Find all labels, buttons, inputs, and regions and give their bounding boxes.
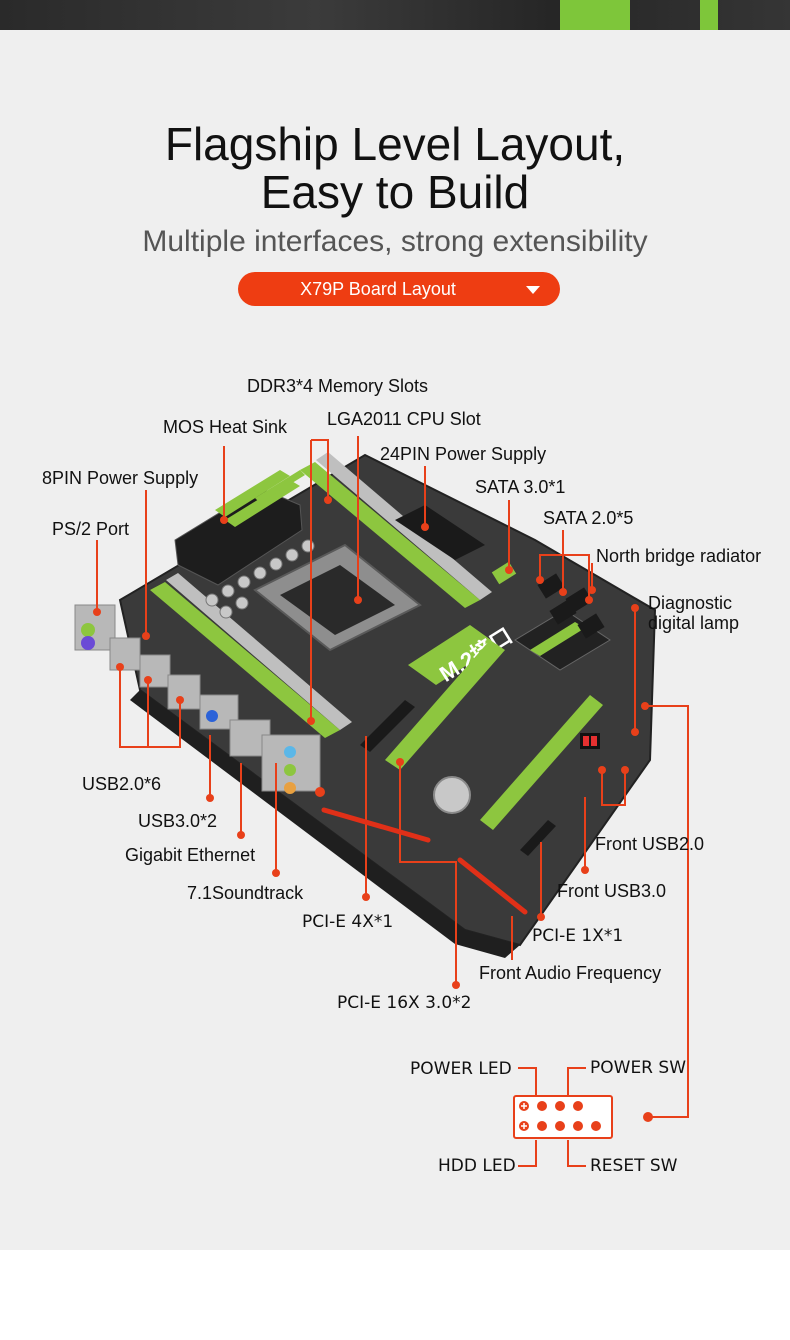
label-front-audio: Front Audio Frequency bbox=[479, 963, 662, 983]
label-24pin: 24PIN Power Supply bbox=[380, 444, 547, 464]
title-line-1: Flagship Level Layout, bbox=[164, 118, 626, 170]
motherboard-photo-strip bbox=[0, 0, 790, 30]
label-usb2: USB2.0*6 bbox=[82, 774, 162, 794]
label-ps2: PS/2 Port bbox=[52, 519, 130, 539]
label-sound: 7.1Soundtrack bbox=[187, 883, 304, 903]
label-diagnostic-1: Diagnostic bbox=[648, 593, 733, 613]
front-panel-header bbox=[513, 1095, 613, 1139]
motherboard-illustration: M.2接口 bbox=[74, 452, 657, 958]
board-layout-dropdown[interactable]: X79P Board Layout bbox=[238, 272, 560, 306]
label-hdd-led: HDD LED bbox=[438, 1156, 516, 1176]
chevron-down-icon bbox=[526, 286, 540, 294]
label-sata3: SATA 3.0*1 bbox=[475, 477, 566, 497]
label-power-led: POWER LED bbox=[410, 1059, 512, 1079]
label-pcie1: PCI-E 1X*1 bbox=[532, 926, 624, 946]
label-front-usb2: Front USB2.0 bbox=[595, 834, 705, 854]
product-panel: Flagship Level Layout, Easy to Build Mul… bbox=[0, 0, 790, 1250]
label-usb3: USB3.0*2 bbox=[138, 811, 218, 831]
label-mos: MOS Heat Sink bbox=[163, 417, 288, 437]
callout-lines bbox=[93, 436, 689, 1167]
label-lga: LGA2011 CPU Slot bbox=[327, 409, 481, 429]
label-pcie4: PCI-E 4X*1 bbox=[302, 912, 394, 932]
label-front-usb3: Front USB3.0 bbox=[557, 881, 667, 901]
label-8pin: 8PIN Power Supply bbox=[42, 468, 199, 488]
label-ddr3: DDR3*4 Memory Slots bbox=[247, 376, 429, 396]
title-line-2: Easy to Build bbox=[260, 166, 530, 218]
label-northbridge: North bridge radiator bbox=[596, 546, 762, 566]
label-reset-sw: RESET SW bbox=[590, 1156, 678, 1176]
label-pcie16: PCI-E 16X 3.0*2 bbox=[337, 993, 472, 1013]
subtitle: Multiple interfaces, strong extensibilit… bbox=[142, 225, 648, 258]
label-gbe: Gigabit Ethernet bbox=[125, 845, 256, 865]
label-diagnostic-2: digital lamp bbox=[648, 613, 740, 633]
dropdown-label: X79P Board Layout bbox=[300, 279, 456, 299]
label-sata2: SATA 2.0*5 bbox=[543, 508, 634, 528]
label-power-sw: POWER SW bbox=[590, 1058, 686, 1078]
